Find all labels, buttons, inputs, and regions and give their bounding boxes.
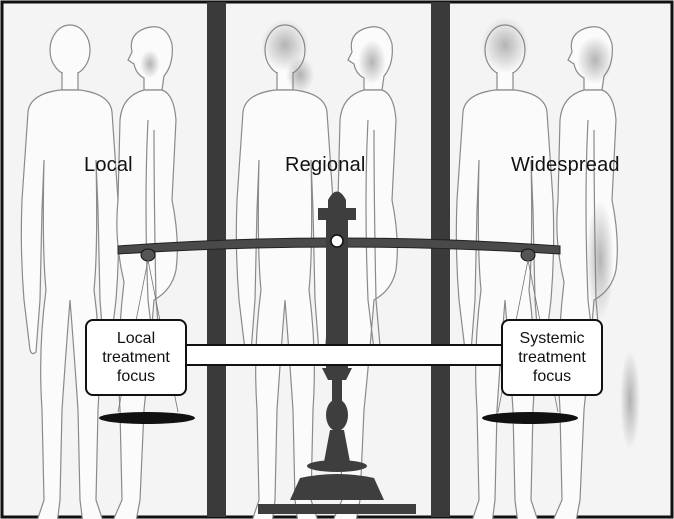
panel-label-widespread: Widespread [511, 154, 620, 176]
balance-bar [184, 344, 506, 366]
scale-base [290, 474, 384, 500]
right-box-line-2: treatment [518, 349, 586, 366]
systemic-treatment-focus-box: Systemic treatment focus [501, 319, 603, 396]
divider-left [207, 2, 226, 517]
local-panel-figures [20, 24, 178, 519]
divider-right [431, 2, 450, 517]
balance-scale [99, 191, 578, 514]
left-box-line-2: treatment [102, 349, 170, 366]
regional-panel-figures [235, 19, 398, 519]
left-pan [99, 412, 195, 424]
right-pan [482, 412, 578, 424]
panel-label-regional: Regional [285, 154, 366, 176]
right-box-line-1: Systemic [519, 330, 585, 347]
right-box-line-3: focus [532, 368, 572, 385]
local-treatment-focus-box: Local treatment focus [85, 319, 187, 396]
local-shaded-area [140, 50, 160, 78]
panel-label-local: Local [84, 154, 133, 176]
left-box-line-3: focus [116, 368, 156, 385]
scale-column [326, 220, 348, 370]
left-box-line-1: Local [116, 330, 156, 347]
widespread-panel-figures [455, 17, 640, 519]
